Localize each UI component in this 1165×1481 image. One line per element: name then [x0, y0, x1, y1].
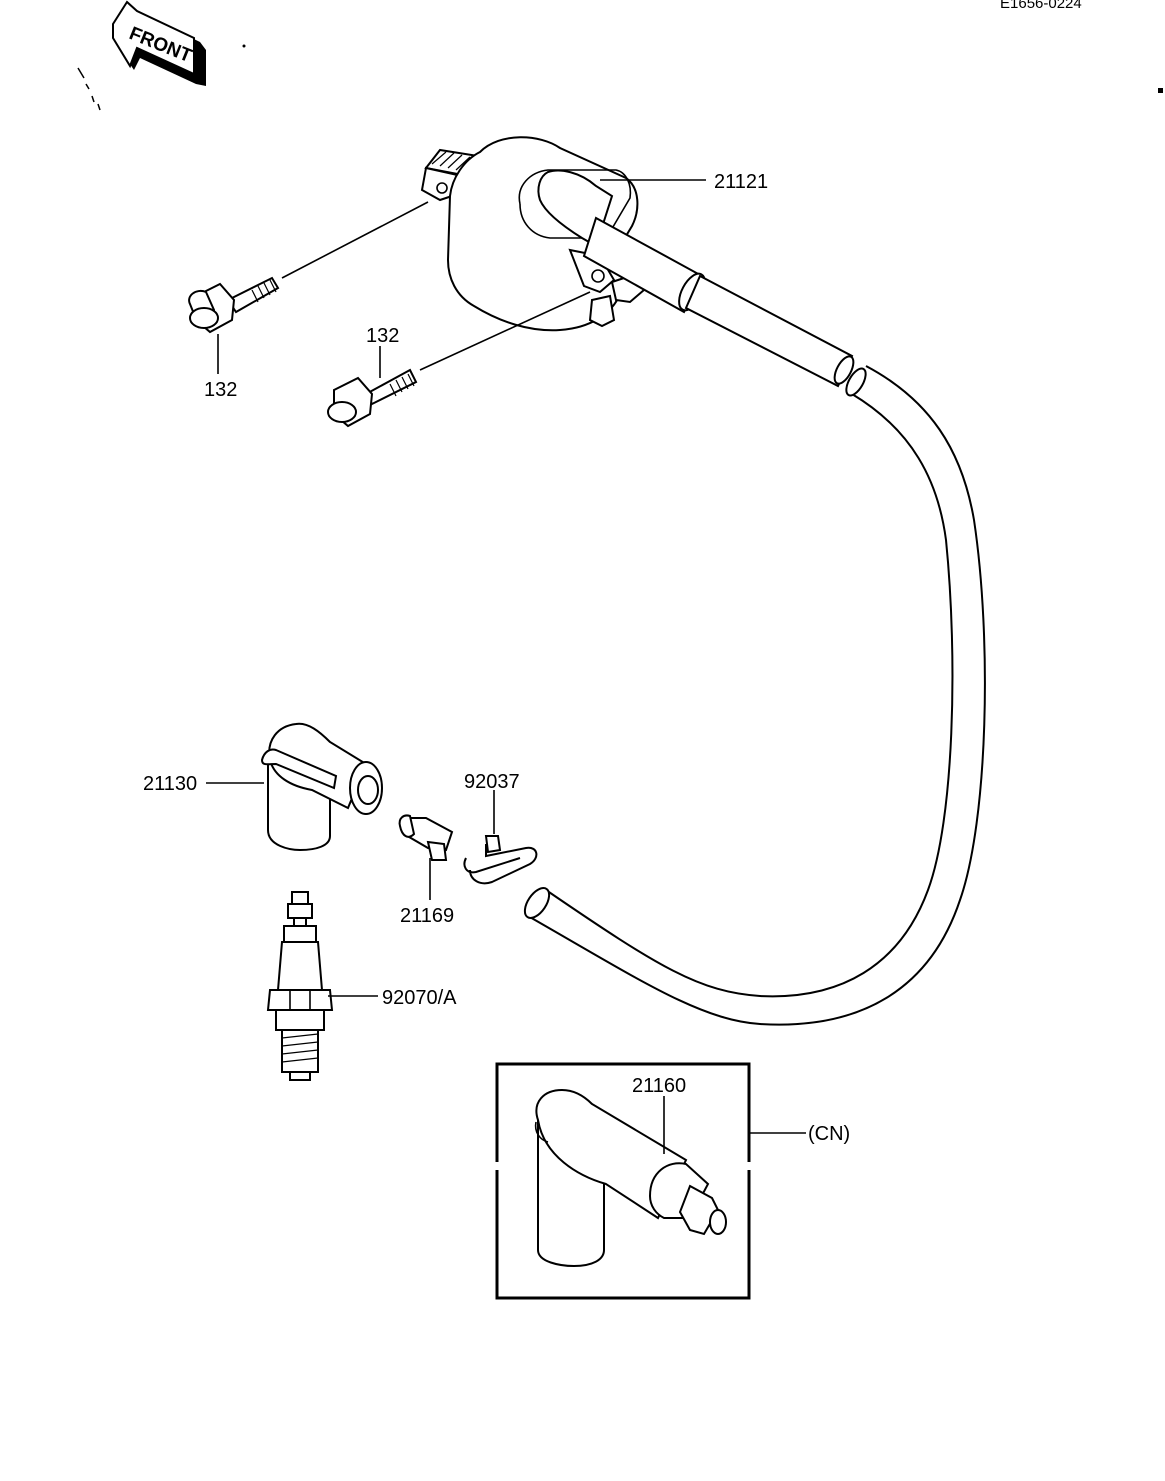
- ht-lead: [523, 365, 986, 1026]
- clip: [398, 814, 454, 861]
- label-cn: (CN): [808, 1123, 850, 1145]
- label-92037: 92037: [464, 771, 520, 793]
- plug-cap-cn: [534, 1088, 727, 1268]
- cn-variant-box: 21160: [494, 1062, 752, 1300]
- spark-plug: [266, 891, 334, 1081]
- label-21169: 21169: [400, 905, 454, 927]
- label-132-lower: 132: [366, 325, 399, 347]
- label-21160: 21160: [632, 1075, 686, 1097]
- reference-code: E1656-0224: [1000, 0, 1082, 12]
- ignition-coil: [420, 136, 855, 388]
- band: [463, 835, 538, 885]
- front-arrow-icon: FRONT: [112, 0, 206, 86]
- bolt-upper: [188, 201, 429, 334]
- bolt-lower: [327, 291, 591, 428]
- label-132-upper: 132: [204, 379, 237, 401]
- label-21121: 21121: [714, 171, 768, 193]
- label-92070: 92070/A: [382, 987, 457, 1009]
- specks: [77, 44, 1163, 111]
- label-21130: 21130: [143, 773, 197, 795]
- plug-cap: [260, 722, 383, 852]
